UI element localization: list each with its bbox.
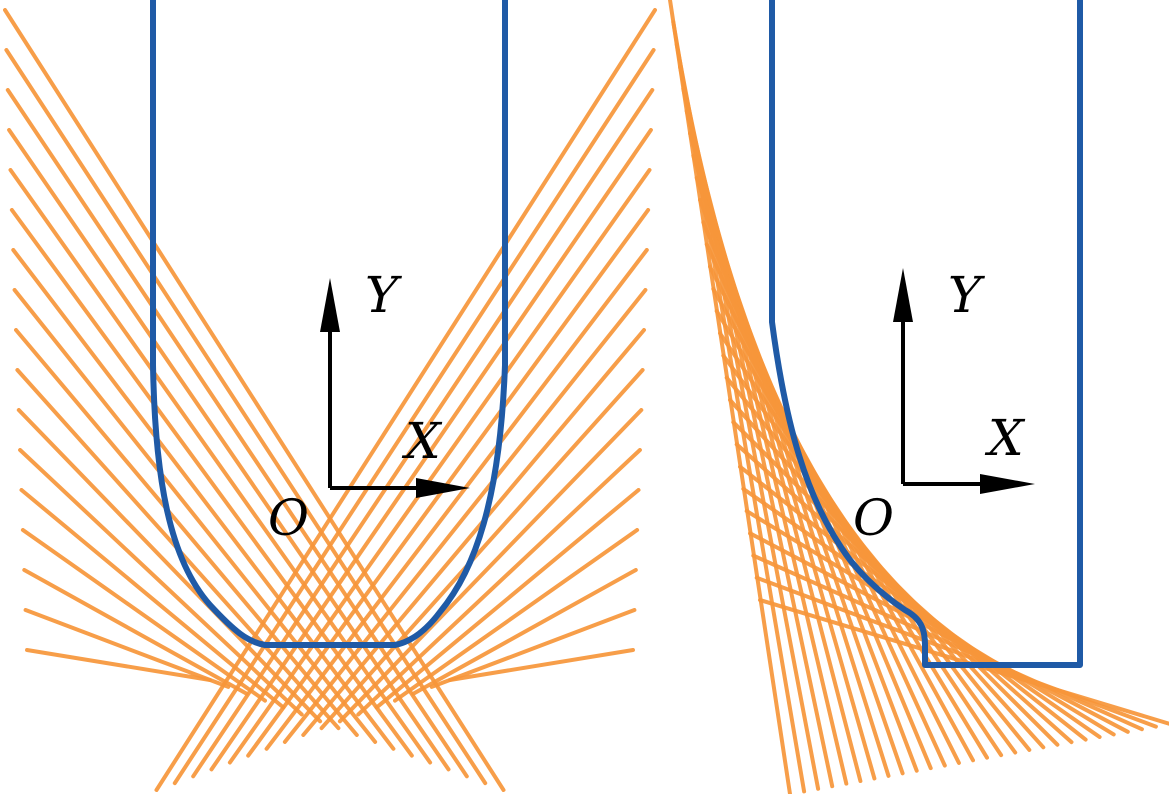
right-tool-profile [769,0,1083,668]
left-ray [282,288,648,744]
right-ray [744,509,1116,737]
left-ray [374,488,641,710]
right-x-arrow-icon [980,474,1035,494]
left-x-label: X [401,412,443,470]
left-ray [14,328,359,737]
left-ray [19,488,286,710]
left-coordinate-axes: Y X O [268,266,470,547]
left-ray [393,528,640,703]
left-ray [411,568,638,696]
right-ray [734,442,1074,745]
left-ray [264,248,649,751]
right-y-arrow-icon [893,268,913,322]
right-ray-bundle [668,0,1169,794]
right-ray [754,575,1158,729]
left-ray [8,168,433,765]
left-ray [23,608,231,689]
left-ray [319,368,645,731]
left-ray [154,8,657,792]
left-ray [20,528,267,703]
left-panel: Y X O [3,0,657,792]
left-ray [301,328,646,737]
left-ray [448,648,635,682]
left-ray [12,288,378,744]
left-ray [22,568,249,696]
left-ray [4,48,488,786]
left-ray [191,88,655,779]
right-ray [748,531,1130,734]
right-coordinate-axes: Y X O [853,266,1035,547]
right-x-label: X [984,409,1026,467]
left-ray [16,408,323,724]
left-ray [356,448,642,717]
right-ray [751,553,1144,732]
left-ray [7,128,451,772]
left-ray [209,128,653,772]
left-tool-profile [150,0,508,648]
left-ray [5,88,469,779]
right-y-label: Y [948,266,985,324]
left-ray-bundle [3,8,657,792]
left-ray [18,448,304,717]
right-panel: Y X O [668,0,1169,794]
left-ray [3,8,506,792]
left-ray [227,168,652,765]
left-y-arrow-icon [320,278,340,332]
left-origin-label: O [268,489,309,547]
left-x-arrow-icon [416,478,470,498]
left-ray [25,648,212,682]
right-origin-label: O [853,489,894,547]
left-ray [172,48,656,786]
right-ray [738,464,1088,742]
left-y-label: Y [365,266,402,324]
left-ray [429,608,637,689]
left-ray [337,408,644,724]
right-ray [741,486,1102,739]
